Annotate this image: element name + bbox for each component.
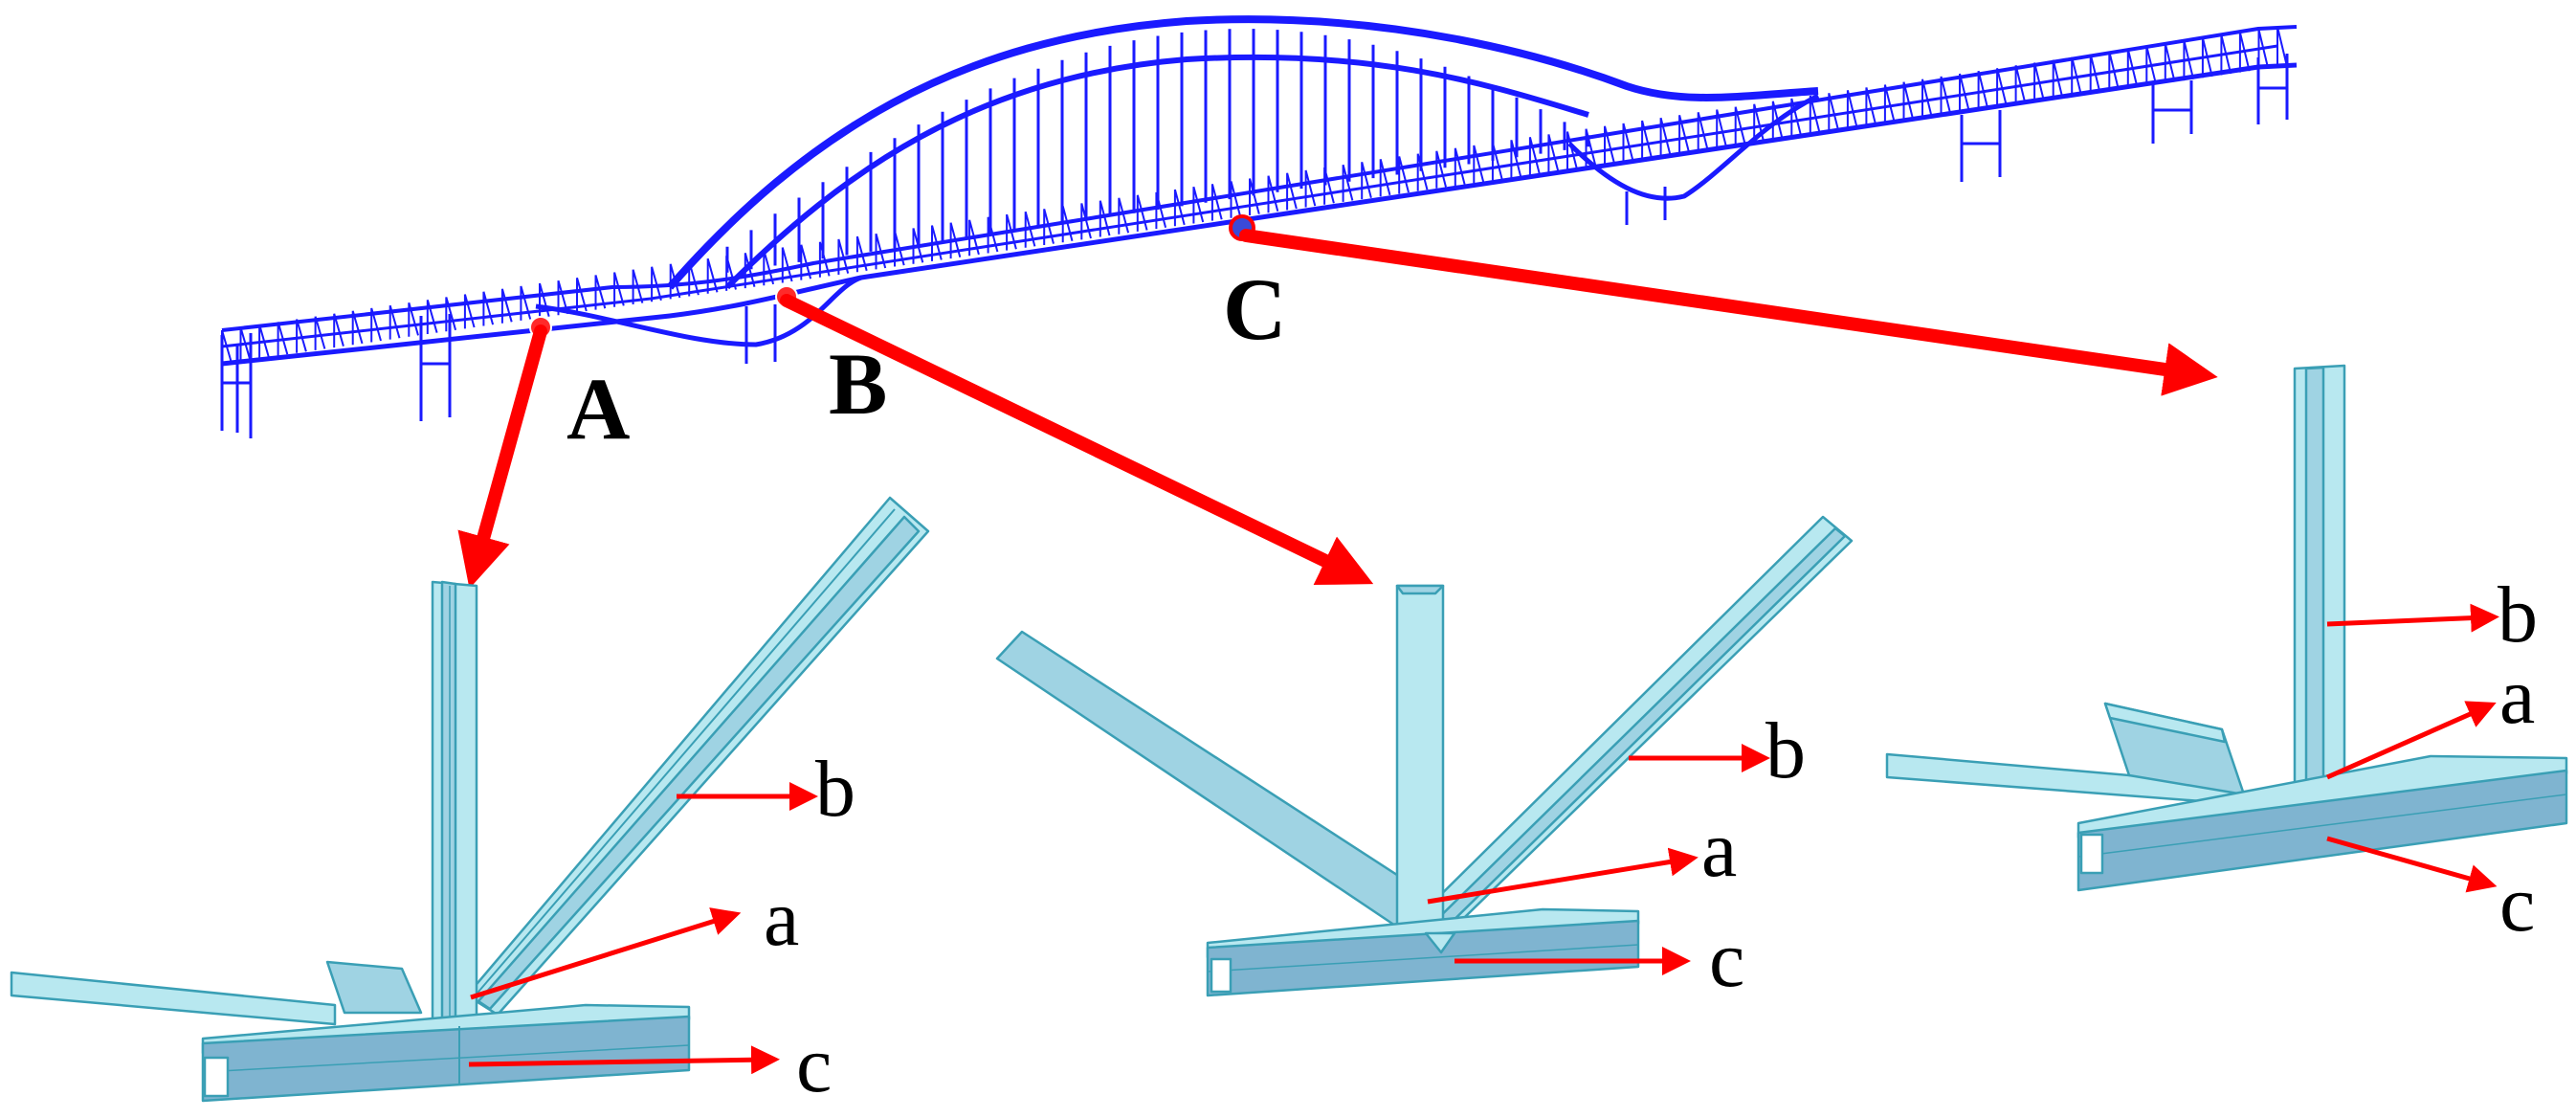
joint-a-side-member <box>10 971 337 1026</box>
joint-c-label-c: c <box>2499 860 2535 949</box>
point-label-c: C <box>1223 260 1286 358</box>
arch-hangers <box>725 29 1590 273</box>
callout-arrow-a <box>457 324 547 589</box>
joint-detail-c <box>1885 364 2568 892</box>
joint-c-arrow-c <box>2326 836 2498 893</box>
joint-a-arrow-c <box>468 1045 780 1075</box>
callout-arrow-b <box>780 294 1374 586</box>
joint-c-arrow-a <box>2325 701 2497 780</box>
joint-b-arrow-a <box>1427 847 1699 905</box>
point-label-a: A <box>566 360 630 458</box>
lower-arch-left <box>535 275 862 347</box>
joint-detail-b <box>995 515 1854 997</box>
joint-detail-a <box>10 496 930 1103</box>
joint-a-gusset-plate <box>325 960 423 1015</box>
joint-c-label-a: a <box>2499 652 2535 741</box>
callout-arrow-c <box>1239 229 2218 396</box>
joint-a-label-c: c <box>796 1020 832 1109</box>
bridge-wireframe-model <box>220 15 2298 438</box>
joint-a-label-b: b <box>815 745 855 834</box>
joint-a-label-a: a <box>764 874 799 963</box>
main-arch-upper <box>666 15 1819 290</box>
joint-a-arrow-a <box>470 907 742 1000</box>
lower-arch-right <box>1567 93 1820 201</box>
joint-b-left-diagonal <box>995 630 1437 935</box>
joint-b-label-c: c <box>1709 915 1744 1004</box>
joint-c-arrow-b <box>2326 603 2499 633</box>
main-arch-lower <box>724 54 1589 290</box>
bridge-piers <box>220 54 2289 438</box>
joint-b-vertical-post <box>1395 584 1445 935</box>
joint-c-label-b: b <box>2498 570 2538 660</box>
joint-b-label-b: b <box>1765 706 1806 795</box>
joint-b-label-a: a <box>1701 805 1737 894</box>
